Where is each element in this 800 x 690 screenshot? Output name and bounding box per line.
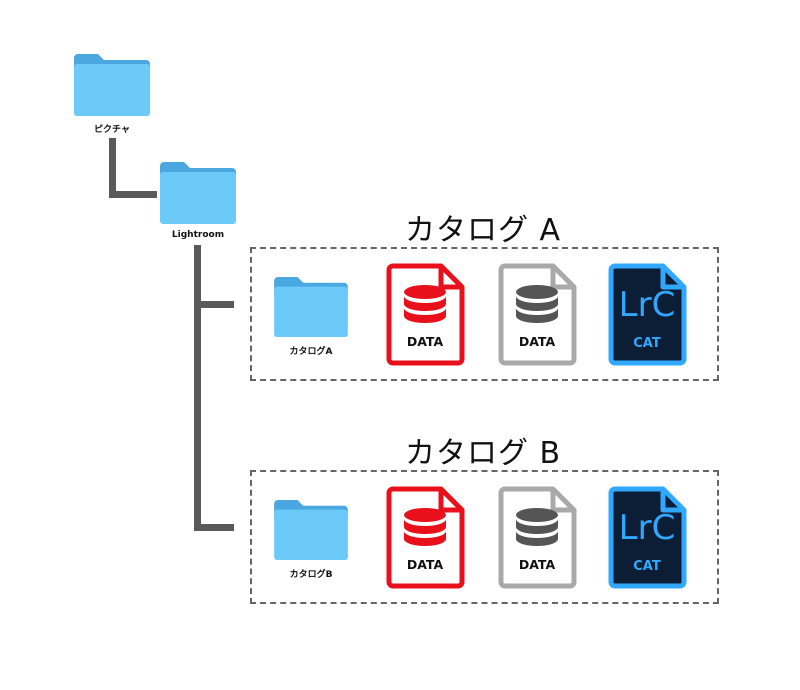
folder-pictures[interactable]: ピクチャ	[72, 52, 152, 135]
catalog-b-data-red-label: DATA	[406, 557, 444, 572]
catalog-a-folder[interactable]: カタログA	[272, 275, 352, 360]
catalog-a-data-gray-label: DATA	[518, 334, 556, 349]
catalog-a-lrcat-file[interactable]: LrC CAT	[607, 263, 687, 366]
folder-lightroom[interactable]: Lightroom	[158, 160, 238, 240]
lightroom-catalog-icon	[608, 263, 687, 366]
catalog-b-data-gray-label: DATA	[518, 557, 556, 572]
catalog-a-data-gray-file[interactable]: DATA	[497, 263, 577, 366]
database-file-icon	[498, 263, 577, 366]
catalog-a-data-red-label: DATA	[406, 334, 444, 349]
catalog-a-lrc-sub: CAT	[633, 336, 661, 351]
catalog-b-data-gray-file[interactable]: DATA	[497, 486, 577, 589]
catalog-b-data-red-file[interactable]: DATA	[385, 486, 465, 589]
catalog-b-box	[250, 470, 719, 604]
folder-lightroom-label: Lightroom	[171, 230, 225, 240]
catalog-b-title: カタログ B	[405, 436, 562, 471]
tree-connector-branch-b	[194, 524, 234, 531]
catalog-b-lrcat-file[interactable]: LrC CAT	[607, 486, 687, 589]
tree-connector-lightroom-vertical	[194, 245, 201, 531]
catalog-a-lrc-title: LrC	[618, 285, 676, 325]
lightroom-catalog-icon	[608, 486, 687, 589]
catalog-a-folder-label: カタログA	[289, 347, 333, 357]
catalog-b-folder[interactable]: カタログB	[272, 498, 352, 583]
catalog-b-lrc-sub: CAT	[633, 559, 661, 574]
folder-icon	[274, 499, 348, 561]
catalog-b-folder-label: カタログB	[289, 570, 333, 580]
catalog-b-lrc-title: LrC	[618, 508, 676, 548]
database-file-icon	[498, 486, 577, 589]
catalog-a-data-red-file[interactable]: DATA	[385, 263, 465, 366]
folder-icon	[160, 162, 236, 224]
catalog-a-title: カタログ A	[405, 213, 562, 248]
tree-connector-branch-a	[194, 301, 234, 308]
folder-pictures-label: ピクチャ	[94, 125, 130, 135]
folder-icon	[274, 276, 348, 338]
catalog-a-box	[250, 247, 719, 381]
database-file-icon	[386, 486, 465, 589]
tree-connector-root-horizontal	[109, 191, 157, 198]
tree-connector-root-vertical	[109, 138, 116, 198]
folder-icon	[74, 54, 150, 116]
database-file-icon	[386, 263, 465, 366]
